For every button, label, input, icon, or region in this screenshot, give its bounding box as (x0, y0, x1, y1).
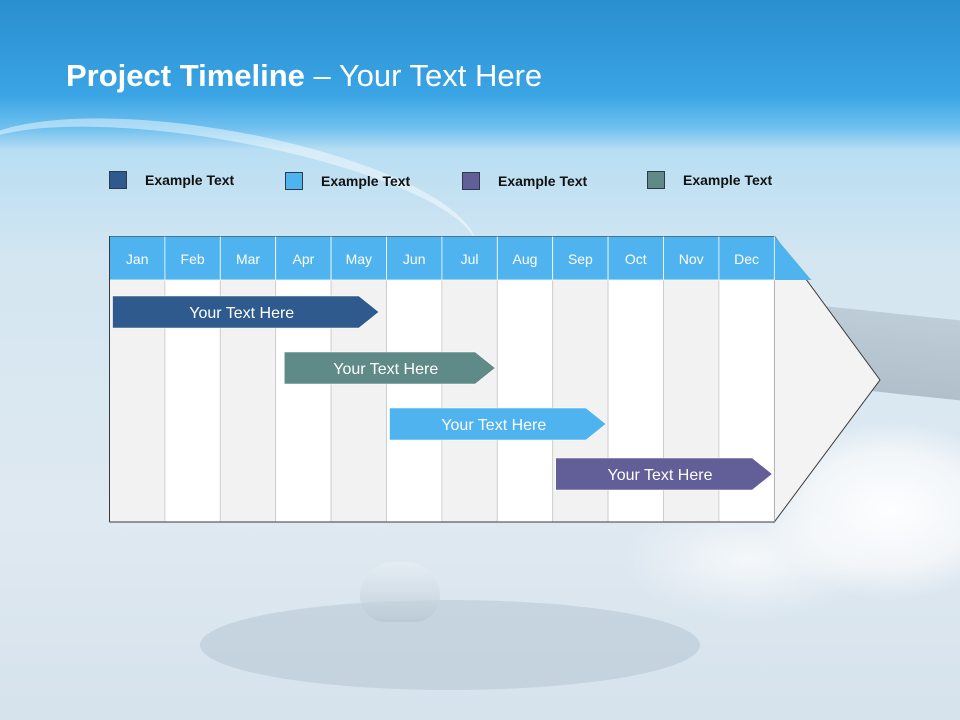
timeline-column (386, 279, 443, 523)
slide-title-rest: – Your Text Here (304, 58, 543, 93)
month-header-cell (607, 235, 664, 281)
task-bar-3 (389, 407, 607, 441)
legend-label-3: Example Text (498, 173, 588, 189)
month-label-mar: Mar (236, 251, 260, 267)
legend-swatch-3 (462, 172, 480, 190)
slide-title: Project Timeline – Your Text Here (66, 58, 542, 94)
timeline-column (441, 279, 498, 523)
task-bar-label-2: Your Text Here (333, 361, 438, 378)
month-label-sep: Sep (568, 251, 593, 267)
legend-item-3: Example Text (462, 171, 587, 191)
month-label-oct: Oct (625, 251, 647, 267)
task-bar-1 (112, 295, 380, 329)
timeline-column (496, 279, 554, 523)
background-vase (360, 562, 440, 622)
month-label-nov: Nov (679, 251, 704, 267)
timeline-svg: Jan Feb Mar Apr May Jun Jul Aug Sep Oct Nov DecYour… (109, 234, 881, 524)
month-label-jan: Jan (126, 251, 149, 267)
legend-item-2: Example Text (285, 171, 410, 191)
timeline-arrow-header (774, 236, 812, 280)
month-header-cell (552, 235, 609, 281)
task-bar-4 (555, 457, 773, 491)
month-label-feb: Feb (181, 251, 205, 267)
legend-swatch-2 (285, 172, 303, 190)
month-header-cell (718, 235, 775, 281)
task-bar-label-4: Your Text Here (608, 467, 713, 484)
month-header-cell (275, 235, 332, 281)
legend-item-4: Example Text (647, 170, 772, 190)
task-bar-label-1: Your Text Here (189, 305, 294, 322)
slide-title-bold: Project Timeline (66, 58, 305, 93)
month-label-dec: Dec (734, 251, 759, 267)
month-label-apr: Apr (293, 251, 315, 267)
task-bar-label-3: Your Text Here (441, 417, 546, 434)
legend-label-4: Example Text (683, 172, 773, 188)
month-label-jul: Jul (461, 251, 479, 267)
month-label-jun: Jun (403, 251, 426, 267)
legend-label-2: Example Text (321, 173, 411, 189)
legend-swatch-4 (647, 171, 665, 189)
legend-item-1: Example Text (109, 170, 234, 190)
background-table (200, 600, 700, 690)
legend-swatch-1 (109, 171, 127, 189)
month-header-cell (663, 235, 720, 281)
month-header-cell (330, 235, 387, 281)
month-label-aug: Aug (513, 251, 538, 267)
task-bar-2 (283, 351, 496, 385)
month-header-cell (219, 235, 277, 281)
legend-label-1: Example Text (145, 172, 235, 188)
month-label-may: May (346, 251, 372, 267)
